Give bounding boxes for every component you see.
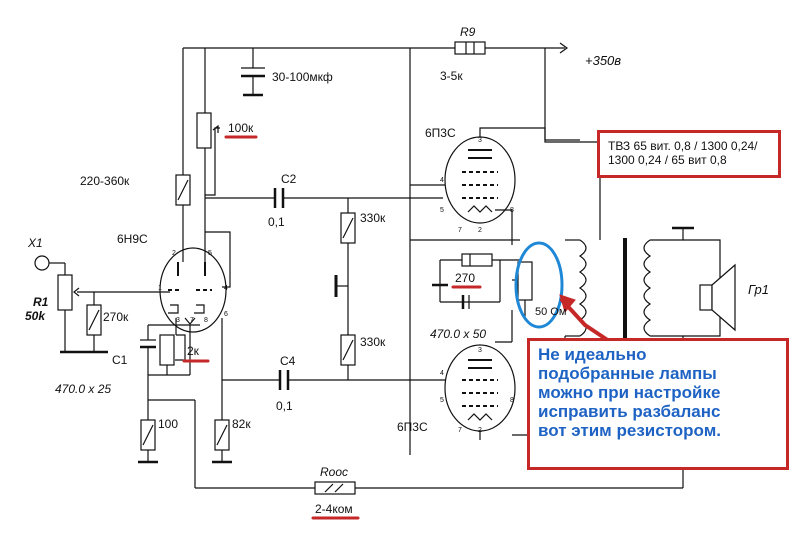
svg-text:7: 7	[190, 317, 194, 324]
svg-text:8: 8	[204, 317, 208, 324]
svg-text:1: 1	[158, 285, 162, 292]
c1-name: C1	[112, 353, 128, 367]
rooc-name: Rooc	[320, 465, 348, 479]
svg-text:7: 7	[458, 427, 462, 434]
pot-100k-value: 100к	[228, 121, 254, 135]
callout-line3: можно при настройке	[538, 383, 721, 402]
svg-text:3: 3	[478, 347, 482, 354]
svg-text:2: 2	[172, 250, 176, 257]
callout-line4: исправить разбаланс	[538, 402, 721, 421]
rooc-value: 2-4ком	[315, 502, 353, 516]
svg-text:3: 3	[176, 317, 180, 324]
resistor-100-value: 100	[158, 417, 178, 431]
svg-text:8: 8	[510, 207, 514, 214]
resistor-220-360k-value: 220-360к	[80, 174, 130, 188]
cap-cathode-value: 470.0 x 50	[430, 327, 486, 341]
svg-text:3: 3	[478, 137, 482, 144]
c1-value: 470.0 x 25	[55, 382, 111, 396]
transformer-note: ТВЗ 65 вит. 0,8 / 1300 0,24/ 1300 0,24 /…	[597, 130, 781, 178]
transformer-note-line2: 1300 0,24 / 65 вит 0,8	[608, 153, 727, 167]
resistor-82k-value: 82к	[232, 417, 251, 431]
svg-text:2: 2	[478, 227, 482, 234]
resistor-270k-value: 270к	[103, 310, 129, 324]
svg-text:5: 5	[440, 397, 444, 404]
svg-text:7: 7	[458, 227, 462, 234]
svg-text:4: 4	[440, 370, 444, 377]
r1-value: 50k	[25, 309, 46, 323]
svg-text:4: 4	[440, 177, 444, 184]
balance-callout: Не идеально подобранные лампы можно при …	[527, 338, 789, 470]
resistor-270-value: 270	[455, 271, 475, 285]
cap-top-value: 30-100мкф	[272, 70, 333, 84]
svg-text:6: 6	[224, 311, 228, 318]
supply-label: +350в	[585, 53, 621, 68]
r1-name: R1	[33, 295, 49, 309]
resistor-330k-top-value: 330к	[360, 211, 386, 225]
speaker-label: Гр1	[748, 282, 769, 297]
svg-text:5: 5	[208, 250, 212, 257]
r9-value: 3-5к	[440, 69, 463, 83]
c2-value: 0,1	[268, 215, 285, 229]
tube-6p3s-top-label: 6П3С	[425, 126, 456, 140]
resistor-330k-bottom-value: 330к	[360, 335, 386, 349]
c4-value: 0,1	[276, 399, 293, 413]
c4-name: C4	[280, 354, 296, 368]
callout-line5: вот этим резистором.	[538, 421, 721, 440]
c2-name: C2	[281, 172, 297, 186]
svg-text:5: 5	[440, 207, 444, 214]
tube-6p3s-bottom-label: 6П3С	[397, 420, 428, 434]
transformer-note-line1: ТВЗ 65 вит. 0,8 / 1300 0,24/	[608, 139, 758, 153]
pot-50om-value: 50 Ом	[535, 306, 566, 318]
callout-line1: Не идеально	[538, 345, 647, 364]
r9-name: R9	[460, 25, 476, 39]
svg-text:2: 2	[478, 427, 482, 434]
resistor-2k-value: 2к	[187, 344, 200, 358]
callout-line2: подобранные лампы	[538, 364, 717, 383]
x1-label: X1	[27, 236, 43, 250]
svg-text:8: 8	[510, 397, 514, 404]
tube-6n9s-label: 6Н9С	[117, 232, 148, 246]
svg-text:4: 4	[224, 285, 228, 292]
